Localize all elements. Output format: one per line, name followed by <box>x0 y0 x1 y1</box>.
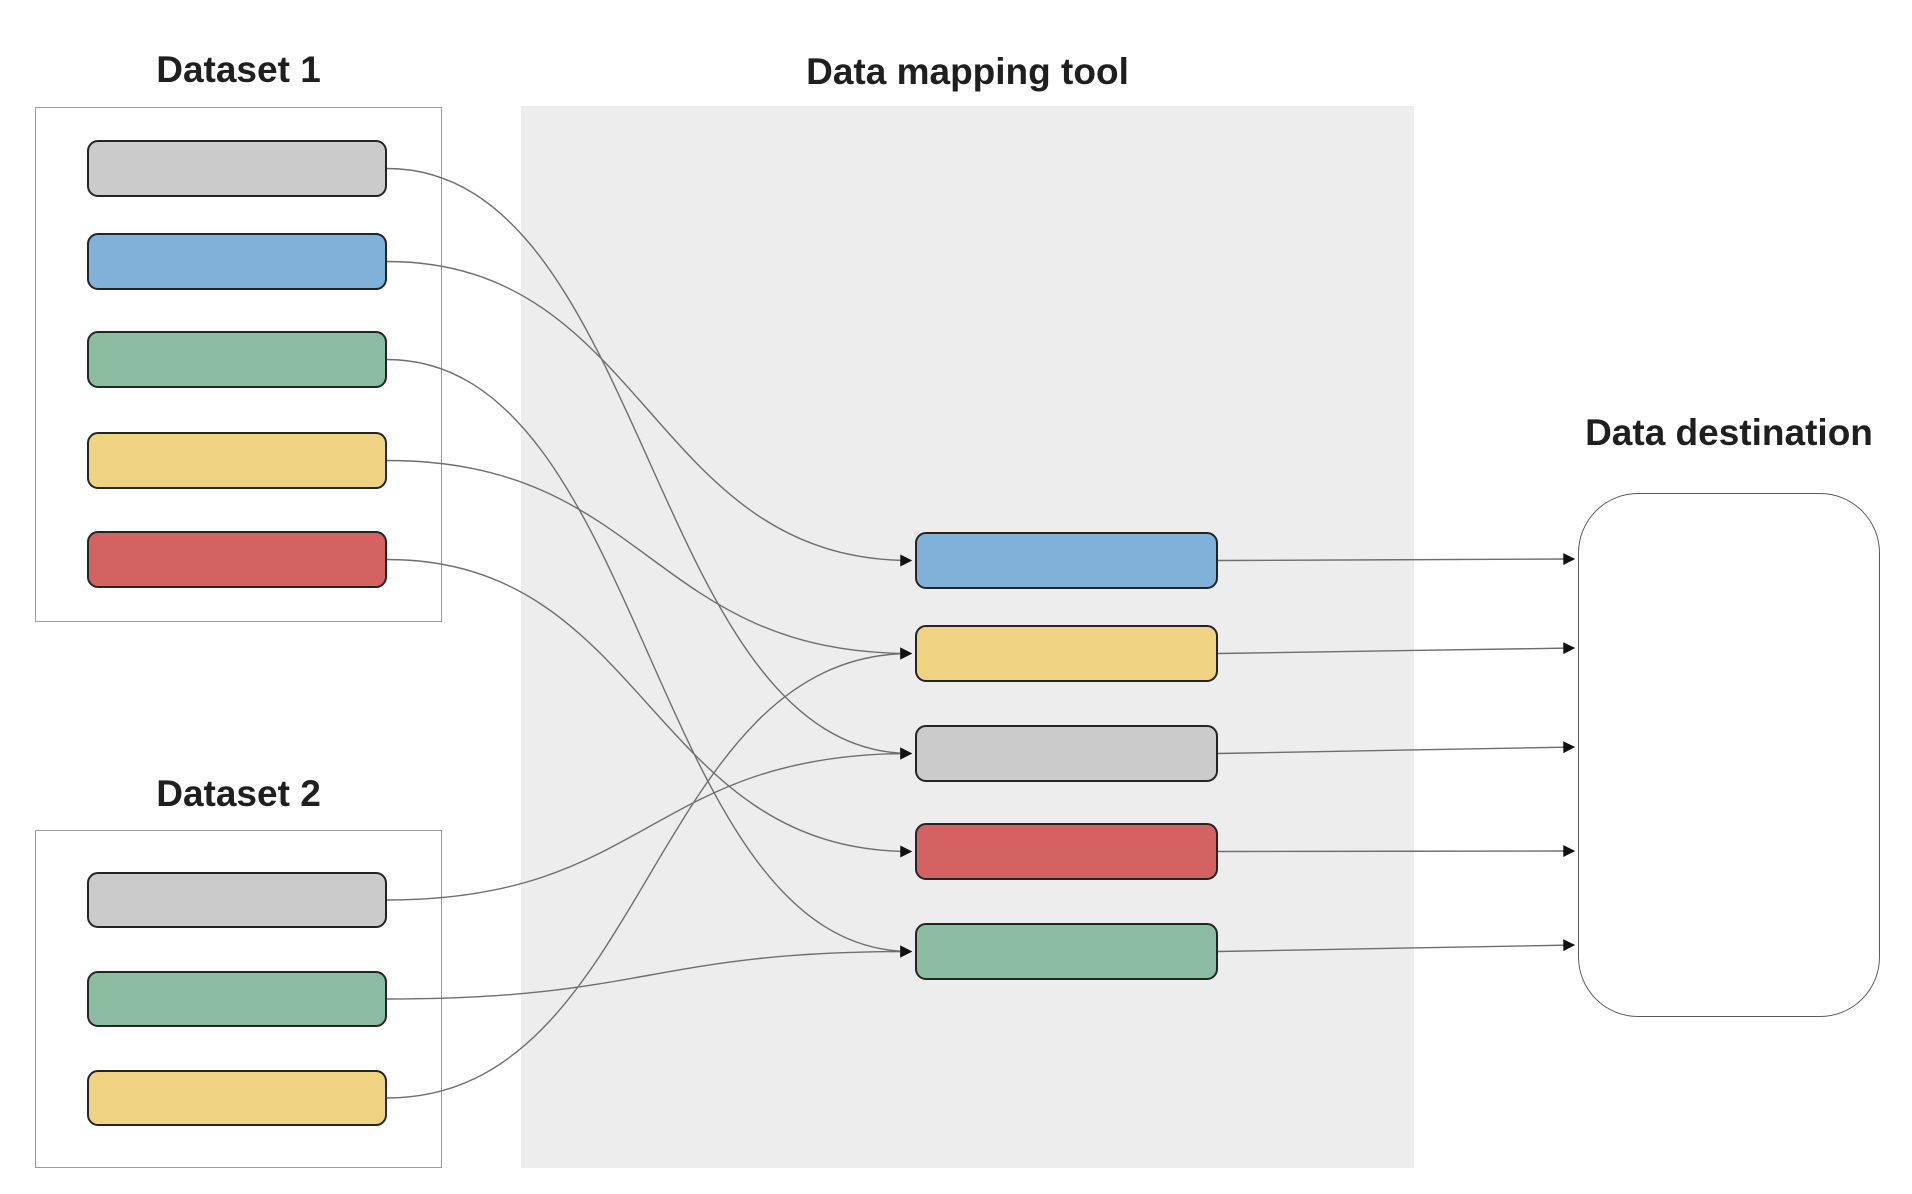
dataset2-field-gray <box>87 872 387 928</box>
mapping-tool-field-gray <box>915 725 1218 782</box>
dataset1-field-blue <box>87 233 387 290</box>
dataset2-field-yellow <box>87 1070 387 1126</box>
mapping-tool-field-green <box>915 923 1218 980</box>
destination-box <box>1578 493 1880 1017</box>
dataset2-title: Dataset 2 <box>156 773 321 814</box>
dataset1-field-red <box>87 531 387 588</box>
dataset2-field-green <box>87 971 387 1027</box>
mapping-tool-field-blue <box>915 532 1218 589</box>
dataset1-field-gray <box>87 140 387 197</box>
destination-title: Data destination <box>1585 412 1873 453</box>
mapping-tool-field-red <box>915 823 1218 880</box>
mapping-tool-title: Data mapping tool <box>806 51 1129 92</box>
dataset1-field-green <box>87 331 387 388</box>
mapping-tool-field-yellow <box>915 625 1218 682</box>
dataset1-field-yellow <box>87 432 387 489</box>
dataset1-title: Dataset 1 <box>156 49 321 90</box>
